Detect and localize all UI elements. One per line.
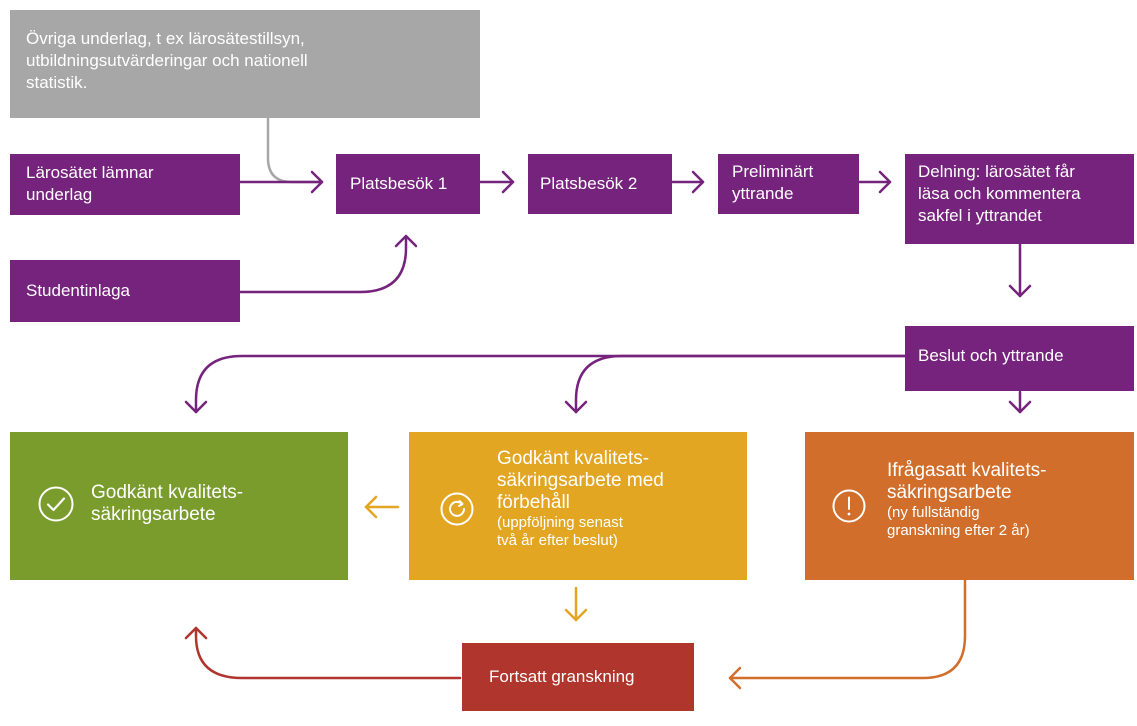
- studentinlaga-label: Studentinlaga: [26, 281, 130, 300]
- ifragasatt-box: Ifrågasatt kvalitets- säkringsarbete (ny…: [805, 432, 1134, 580]
- arrow-fortsatt-to-godkant: [194, 626, 462, 680]
- fortsatt-label: Fortsatt granskning: [489, 667, 635, 686]
- arrowhead-godkant-up: [184, 626, 208, 640]
- ovriga-line-1: Övriga underlag, t ex lärosätestillsyn,: [26, 29, 305, 48]
- ifragasatt-note-2: granskning efter 2 år): [887, 522, 1030, 539]
- ifragasatt-line-1: Ifrågasatt kvalitets-: [887, 460, 1047, 481]
- godkant-line-2: säkringsarbete: [91, 504, 216, 525]
- platsbesok2-box: Platsbesök 2: [528, 154, 672, 214]
- preliminart-line-1: Preliminärt: [732, 162, 814, 181]
- arrowhead-platsbesok1-up: [394, 234, 418, 248]
- ifragasatt-line-2: säkringsarbete: [887, 482, 1012, 503]
- forbehall-line-2: säkringsarbete med: [497, 470, 664, 491]
- studentinlaga-box: Studentinlaga: [10, 260, 240, 322]
- arrow-studentinlaga-to-platsbesok1: [238, 236, 408, 294]
- exclamation-circle-icon: [832, 489, 866, 523]
- larosatet-box: Lärosätet lämnar underlag: [10, 154, 240, 215]
- arrowhead-godkant-left: [364, 495, 378, 519]
- delning-line-2: läsa och kommentera: [918, 184, 1081, 203]
- arrow-beslut-to-forbehall: [574, 354, 907, 414]
- arrowhead-godkant-down: [184, 400, 208, 414]
- refresh-circle-icon: [440, 492, 474, 526]
- delning-line-3: sakfel i yttrandet: [918, 206, 1042, 225]
- platsbesok1-box: Platsbesök 1: [336, 154, 480, 214]
- forbehall-note-1: (uppföljning senast: [497, 514, 623, 531]
- ovriga-underlag-box: Övriga underlag, t ex lärosätestillsyn, …: [10, 10, 480, 118]
- check-circle-icon: [38, 486, 74, 522]
- forbehall-note-2: två år efter beslut): [497, 532, 618, 549]
- ifragasatt-note-1: (ny fullständig: [887, 504, 980, 521]
- arrowhead-delning: [878, 170, 892, 194]
- arrow-ifragasatt-to-fortsatt: [728, 578, 967, 680]
- ovriga-line-2: utbildningsutvärderingar och nationell: [26, 51, 308, 70]
- arrowhead-ifragasatt-down: [1008, 400, 1032, 414]
- forbehall-box: Godkänt kvalitets- säkringsarbete med fö…: [409, 432, 747, 580]
- beslut-box: Beslut och yttrande: [905, 326, 1134, 391]
- arrowhead-platsbesok1-left: [310, 170, 324, 194]
- arrow-beslut-to-godkant: [194, 354, 907, 414]
- godkant-line-1: Godkänt kvalitets-: [91, 482, 244, 503]
- platsbesok1-label: Platsbesök 1: [350, 174, 448, 193]
- arrowhead-beslut-down: [1008, 284, 1032, 298]
- preliminart-line-2: yttrande: [732, 184, 794, 203]
- delning-line-1: Delning: lärosätet får: [918, 162, 1075, 181]
- forbehall-line-1: Godkänt kvalitets-: [497, 448, 650, 469]
- larosatet-line-2: underlag: [26, 185, 93, 204]
- larosatet-line-1: Lärosätet lämnar: [26, 163, 154, 182]
- forbehall-line-3: förbehåll: [497, 492, 570, 513]
- godkant-box: Godkänt kvalitets- säkringsarbete: [10, 432, 348, 580]
- ovriga-line-3: statistik.: [26, 73, 88, 92]
- fortsatt-box: Fortsatt granskning: [462, 643, 694, 711]
- arrowhead-forbehall-down: [564, 400, 588, 414]
- delning-box: Delning: lärosätet får läsa och kommente…: [905, 154, 1134, 244]
- arrowhead-fortsatt-down: [564, 608, 588, 622]
- platsbesok2-label: Platsbesök 2: [540, 174, 638, 193]
- arrowhead-platsbesok2: [501, 170, 515, 194]
- arrowhead-preliminart: [691, 170, 705, 194]
- preliminart-box: Preliminärt yttrande: [718, 154, 859, 214]
- beslut-label: Beslut och yttrande: [918, 346, 1064, 365]
- arrowhead-fortsatt-left: [728, 666, 742, 690]
